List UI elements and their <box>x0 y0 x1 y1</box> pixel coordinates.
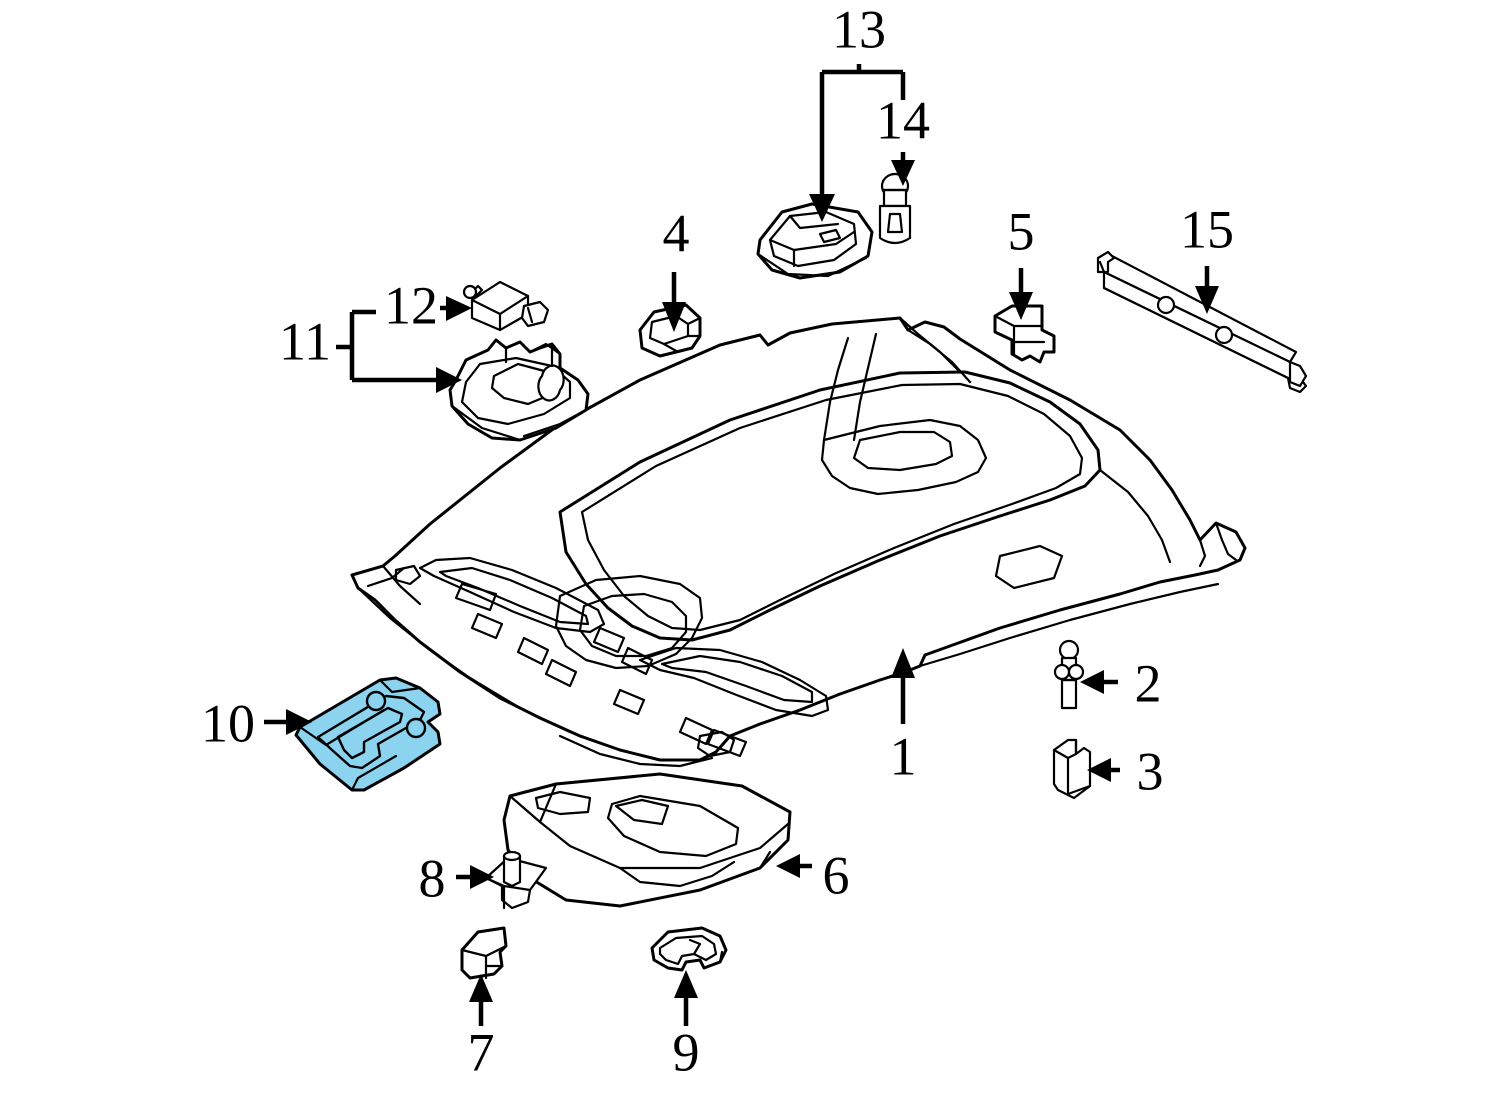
callout-number-11: 11 <box>279 311 331 371</box>
callout-number-8: 8 <box>419 848 446 908</box>
callout-number-6: 6 <box>823 845 850 905</box>
callout-number-1: 1 <box>890 726 917 786</box>
callout-number-10: 10 <box>201 693 255 753</box>
callout-leader-12 <box>440 296 472 321</box>
callout-leader-11 <box>336 309 462 393</box>
part-reading-lamp-bulb <box>878 172 912 245</box>
callout-leader-10 <box>264 709 312 735</box>
part-visor-retainer-hook <box>650 926 728 972</box>
callout-leader-9 <box>674 970 698 1026</box>
part-stud-pin <box>1053 639 1085 710</box>
callout-leader-15 <box>1195 266 1219 314</box>
part-sun-visor <box>502 772 792 908</box>
part-retainer-clip <box>1052 738 1092 800</box>
callout-leader-14 <box>891 152 915 186</box>
callout-number-15: 15 <box>1180 199 1234 259</box>
callout-number-14: 14 <box>876 90 930 150</box>
callout-leader-2 <box>1080 670 1118 694</box>
callout-number-3: 3 <box>1137 741 1164 801</box>
callout-number-2: 2 <box>1135 653 1162 713</box>
part-headliner-panel <box>350 316 1247 768</box>
callout-number-9: 9 <box>673 1022 700 1082</box>
part-reading-lamp-assembly <box>756 202 874 280</box>
callout-leader-13 <box>809 64 906 222</box>
callout-leader-3 <box>1087 758 1120 782</box>
callout-number-13: 13 <box>832 0 886 59</box>
callout-leader-6 <box>776 854 812 878</box>
part-bracket-right <box>993 304 1056 364</box>
part-visor-cap <box>460 926 508 980</box>
part-dome-lamp-assembly <box>448 338 590 442</box>
part-roof-console-mounting-plate <box>294 676 442 792</box>
part-grab-handle-cover <box>638 303 702 358</box>
callout-number-4: 4 <box>663 203 690 263</box>
callout-number-7: 7 <box>468 1022 495 1082</box>
callout-number-5: 5 <box>1008 201 1035 261</box>
callout-leader-8 <box>456 865 494 889</box>
callout-number-12: 12 <box>384 275 438 335</box>
part-lamp-bulb-socket <box>462 280 550 332</box>
callout-leader-1 <box>891 648 915 724</box>
callout-leader-4 <box>662 272 686 332</box>
part-visor-bracket-pin <box>484 850 548 910</box>
callout-leader-5 <box>1009 268 1033 320</box>
callout-leader-7 <box>469 974 493 1026</box>
part-roof-rail-bow <box>1096 250 1308 394</box>
